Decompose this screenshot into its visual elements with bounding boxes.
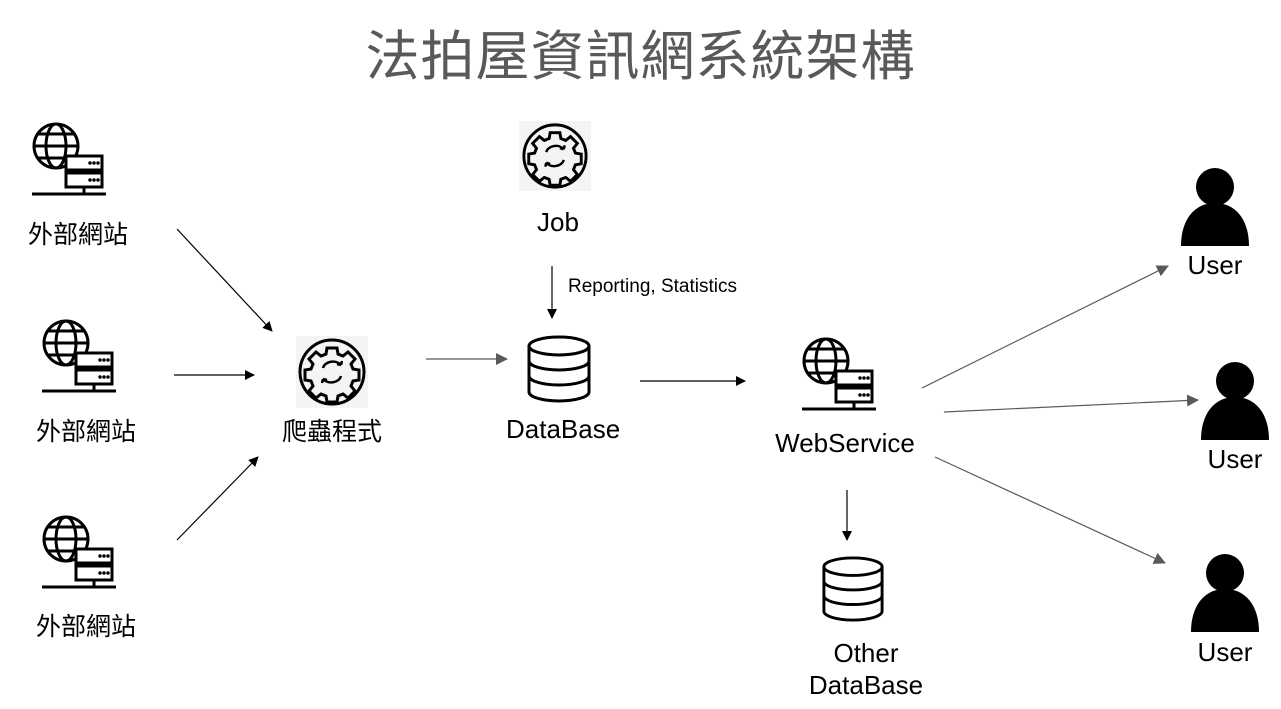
arrow-webservice-to-user3 xyxy=(934,456,1166,564)
user-icon xyxy=(1191,554,1259,632)
edge-label-reporting: Reporting, Statistics xyxy=(568,276,737,297)
label-webservice: WebService xyxy=(775,428,915,458)
node-external-site-1 xyxy=(28,118,108,203)
label-external-site-1: 外部網站 xyxy=(27,220,128,249)
node-external-site-3 xyxy=(38,511,118,596)
web-server-icon xyxy=(38,319,118,399)
label-user-2: User xyxy=(1207,444,1263,474)
gear-sync-icon xyxy=(298,338,366,406)
label-other-database-line1: Other xyxy=(833,638,899,668)
node-database xyxy=(526,334,592,409)
node-user-3 xyxy=(1190,553,1260,638)
arrow-site1-to-crawler xyxy=(176,228,273,332)
node-external-site-2 xyxy=(38,315,118,400)
node-other-database xyxy=(821,555,885,628)
label-external-site-3: 外部網站 xyxy=(35,612,136,641)
gear-sync-icon xyxy=(522,123,588,189)
arrow-site3-to-crawler xyxy=(176,456,259,541)
label-job: Job xyxy=(537,207,579,237)
label-database: DataBase xyxy=(506,414,621,444)
web-server-icon xyxy=(28,122,108,202)
diagram-title: 法拍屋資訊網系統架構 xyxy=(365,25,916,88)
arrow-webservice-to-user2 xyxy=(943,394,1199,413)
node-webservice xyxy=(798,333,878,418)
node-job xyxy=(519,121,591,191)
node-user-2 xyxy=(1200,361,1270,446)
label-other-database-line2: DataBase xyxy=(808,670,924,700)
arrow-webservice-to-user1 xyxy=(921,265,1169,389)
label-crawler: 爬蟲程式 xyxy=(281,417,382,446)
label-user-1: User xyxy=(1187,250,1243,280)
web-server-icon xyxy=(798,337,878,417)
node-crawler xyxy=(296,336,368,408)
node-user-1 xyxy=(1180,167,1250,252)
label-external-site-2: 外部網站 xyxy=(35,417,136,446)
user-icon xyxy=(1201,362,1269,440)
web-server-icon xyxy=(38,515,118,595)
label-user-3: User xyxy=(1197,637,1253,667)
label-other-database: Other DataBase xyxy=(800,637,932,701)
user-icon xyxy=(1181,168,1249,246)
database-icon xyxy=(822,556,884,622)
database-icon xyxy=(527,335,591,403)
